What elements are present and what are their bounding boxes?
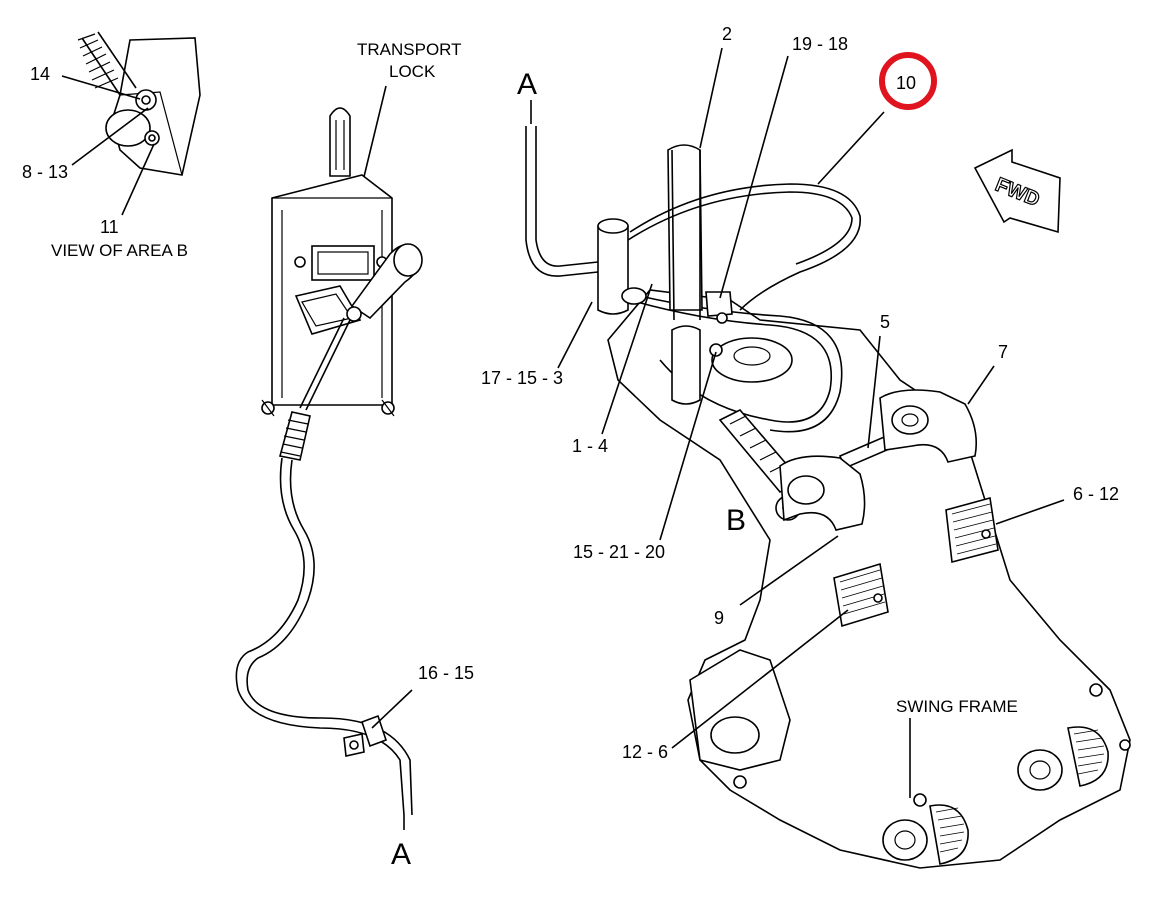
callout-19-18: 19 - 18 bbox=[792, 34, 848, 54]
callout-10: 10 bbox=[896, 73, 916, 93]
callout-17-15-3: 17 - 15 - 3 bbox=[481, 368, 563, 388]
callout-16-15: 16 - 15 bbox=[418, 663, 474, 683]
callout-labels: 14 8 - 13 11 VIEW OF AREA B TRANSPORT LO… bbox=[22, 24, 1119, 871]
wear-pad-right bbox=[945, 496, 999, 564]
transport-lock-caption-2: LOCK bbox=[389, 62, 436, 81]
callout-15-21-20: 15 - 21 - 20 bbox=[573, 542, 665, 562]
callout-10-highlight-ring bbox=[879, 52, 937, 110]
b-area-marker: B bbox=[726, 504, 746, 537]
callout-7: 7 bbox=[998, 342, 1008, 362]
transport-lock-assembly bbox=[261, 85, 423, 417]
callout-1-4: 1 - 4 bbox=[572, 436, 608, 456]
view-area-b-inset bbox=[61, 31, 201, 216]
callout-11: 11 bbox=[100, 217, 119, 237]
view-area-b-caption: VIEW OF AREA B bbox=[51, 241, 188, 260]
fwd-arrow: FWD bbox=[973, 148, 1061, 234]
callout-6-12: 6 - 12 bbox=[1073, 484, 1119, 504]
leader-lines bbox=[557, 47, 1065, 798]
callout-12-6: 12 - 6 bbox=[622, 742, 668, 762]
cable-lock-to-a bbox=[235, 411, 413, 830]
spring-detail bbox=[77, 31, 137, 96]
a-marker-top: A bbox=[517, 68, 537, 101]
callout-5: 5 bbox=[880, 312, 890, 332]
a-marker-bottom: A bbox=[391, 838, 411, 871]
cable-a-top bbox=[525, 100, 599, 277]
swing-frame-caption: SWING FRAME bbox=[896, 697, 1018, 716]
swing-frame-assembly bbox=[597, 144, 1131, 869]
callout-8-13: 8 - 13 bbox=[22, 162, 68, 182]
callout-9: 9 bbox=[714, 608, 724, 628]
callout-14: 14 bbox=[30, 64, 50, 84]
callout-2: 2 bbox=[722, 24, 732, 44]
transport-lock-caption-1: TRANSPORT bbox=[357, 40, 462, 59]
